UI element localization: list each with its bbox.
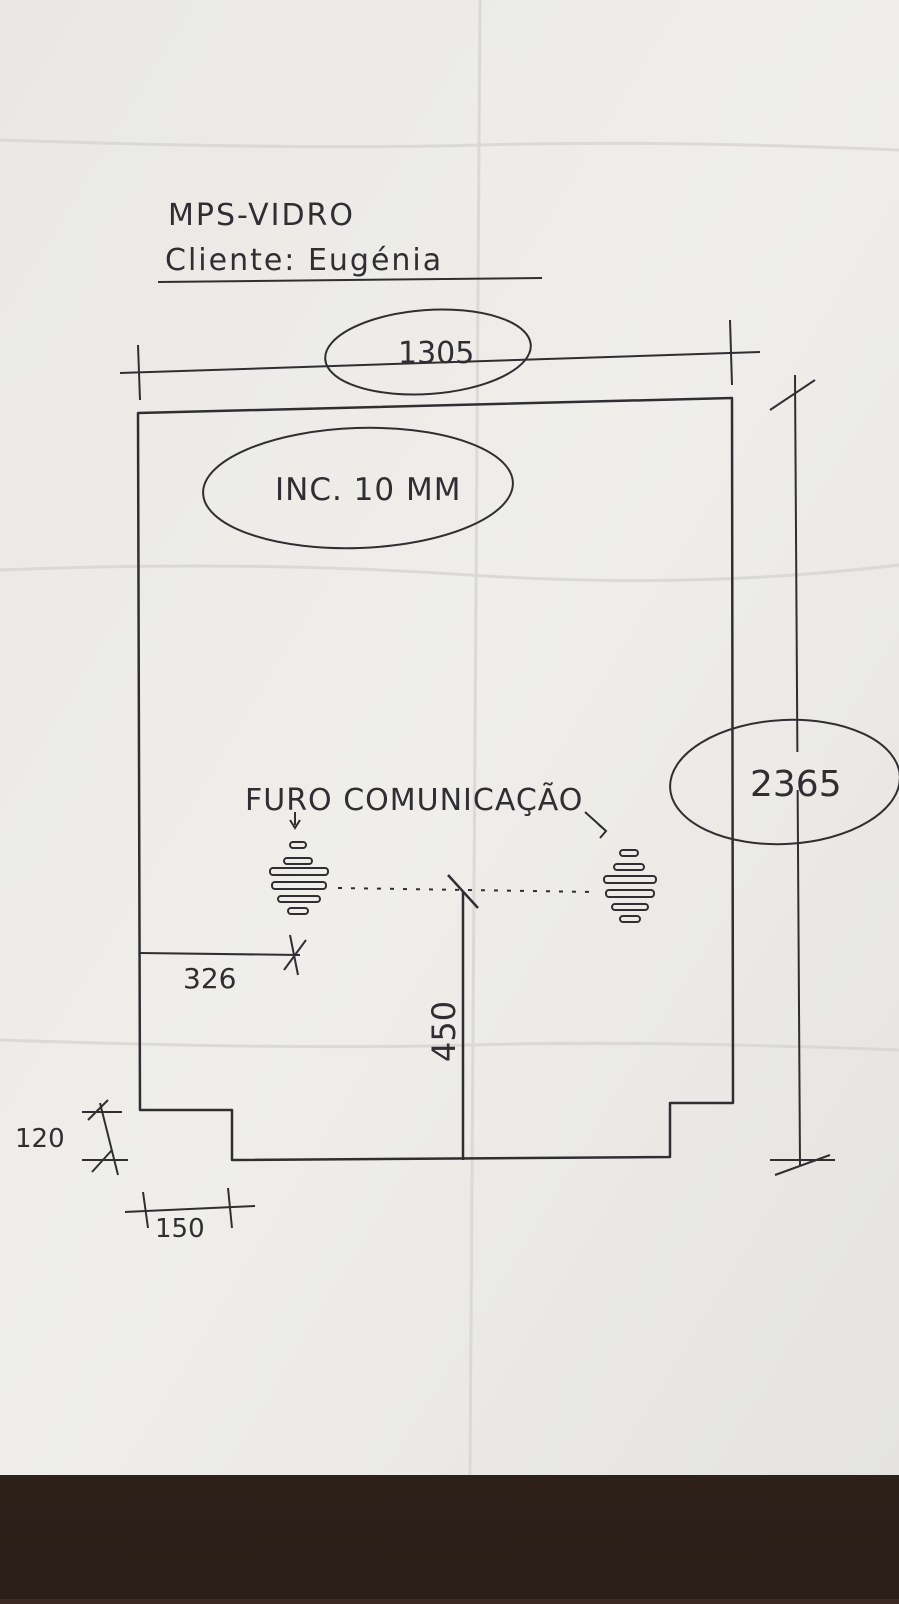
width-dimension [119,308,761,401]
notch-width-dimension [124,1187,256,1229]
panel-outline [136,396,735,1162]
company-name: MPS-VIDRO [168,198,355,233]
holes-arrows [289,811,608,839]
client-name: Cliente: Eugénia [165,243,443,278]
paper-folds [0,0,899,1476]
hole-height-dimension [447,874,479,1160]
header-underline [157,277,543,283]
notch-height-value: 120 [15,1124,65,1154]
hole-offset-dimension [139,934,307,976]
height-value: 2365 [750,764,842,805]
hole-offset-value: 326 [183,962,236,995]
hole-height-value: 450 [425,1001,463,1062]
note-ellipse [202,426,514,550]
left-hole-icon [269,841,329,915]
thickness-note: INC. 10 MM [275,472,461,508]
holes-label: FURO COMUNICAÇÃO [245,782,583,818]
notch-height-dimension [82,1099,128,1176]
holes-centerline [337,887,596,893]
right-hole-icon [603,849,657,923]
notch-width-value: 150 [155,1214,205,1244]
paper-sheet [0,0,899,1475]
height-label-bg [745,752,825,790]
width-value: 1305 [398,336,474,371]
